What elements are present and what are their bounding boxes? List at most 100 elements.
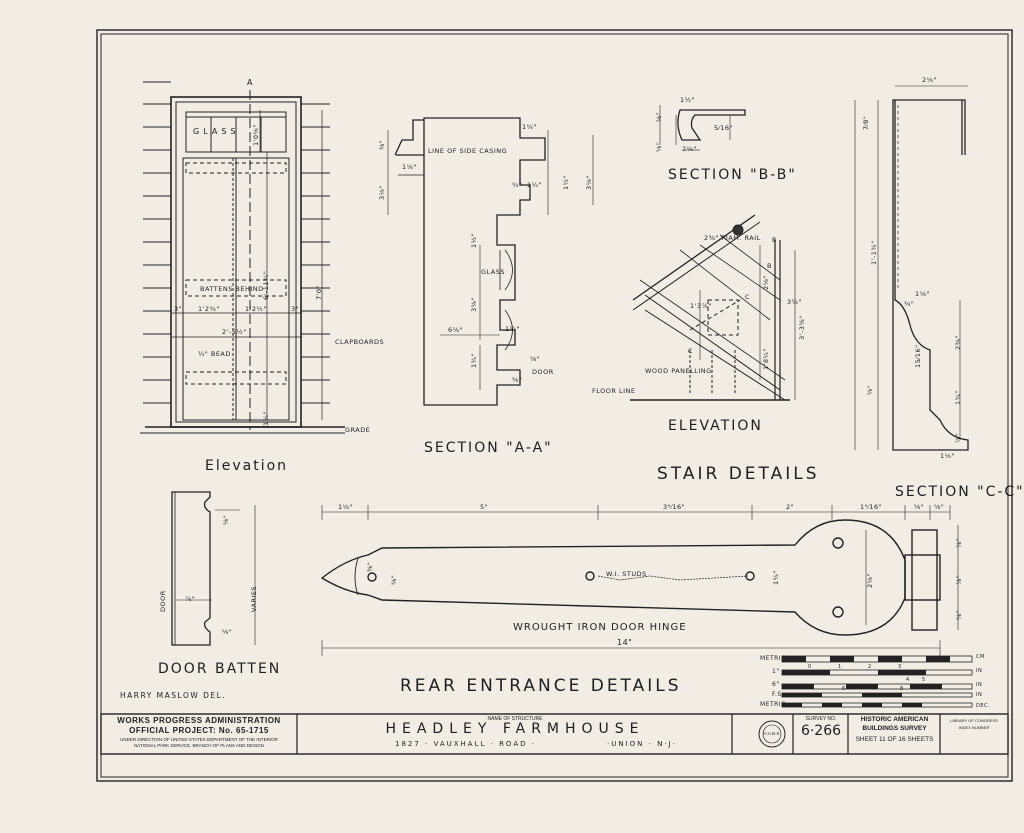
scale-tick-7: 7: [872, 686, 876, 692]
scale-tick-2: 2: [868, 664, 872, 670]
section-aa-dim-7: 1¼": [527, 181, 542, 189]
hinge-tip-height-dim: ⅝": [390, 574, 398, 585]
scale-unit-in-3: IN: [976, 692, 983, 698]
section-aa-dim-1: 1⅛": [402, 163, 417, 171]
section-aa-dim-5: 1½": [562, 175, 570, 190]
hinge-seg-4-dim: 2": [786, 503, 795, 511]
section-bb-dim-3: ⅝": [655, 141, 663, 152]
title-block-sheet-number: SHEET 11 OF 16 SHEETS: [855, 736, 934, 743]
hinge-studs-label: W.I. STUDS: [606, 570, 647, 578]
section-cc-dim-2: ⅝": [866, 384, 874, 395]
inner-border: [100, 33, 1009, 778]
scale-tick-1: 1: [838, 664, 842, 670]
door-battens-behind-label: BATTENS BEHIND: [200, 285, 264, 293]
title-block-agency: WORKS PROGRESS ADMINISTRATION: [117, 716, 281, 725]
scale-row-fs: F.S.: [772, 691, 785, 698]
door-grade-label: GRADE: [345, 426, 371, 434]
stair-b-bottom-label: B: [767, 262, 772, 270]
section-aa-dim-11: 6⅛": [448, 326, 463, 334]
hinge-overall-dim: 14": [617, 638, 633, 647]
title-block-direction-2: NATIONAL PARK SERVICE, BRANCH OF PLANS A…: [133, 743, 265, 748]
hinge-seg-6-dim: ⅝": [914, 503, 925, 511]
section-aa-dim-10: 3⅝": [470, 297, 478, 312]
section-aa-dim-15: ⅜": [512, 376, 523, 384]
section-cc-drawing: [854, 85, 969, 451]
title-block-library-2: INDEX NUMBER: [958, 725, 990, 730]
stair-elevation-title: ELEVATION: [668, 418, 763, 434]
scale-tick-0: 0: [808, 664, 812, 670]
door-sill-dim: 1¼": [262, 411, 270, 426]
hinge-seg-7-dim: ⅝": [934, 503, 945, 511]
title-block-survey-caption: SURVEY NO.: [805, 716, 837, 722]
hinge-seg-2-dim: 5": [480, 503, 489, 511]
hinge-r3-dim: ⅝": [955, 609, 963, 620]
title-block-structure-caption: NAME OF STRUCTURE: [487, 716, 543, 722]
hinge-strap-dim: 1¼": [772, 570, 780, 585]
section-aa-dim-13: 1¼": [505, 325, 520, 333]
door-left-margin-dim: 3": [174, 305, 183, 313]
hinge-r2-dim: ⅞": [955, 574, 963, 585]
scale-tick-6: 6: [842, 686, 846, 692]
door-left-leaf-dim: 1'2¾": [198, 305, 220, 313]
scale-bar-graphic: [781, 655, 973, 708]
stair-floor-line-label: FLOOR LINE: [592, 387, 636, 395]
section-aa-dim-4: 1¼": [522, 123, 537, 131]
section-bb-dim-4: 5⁄16": [714, 124, 733, 132]
scale-tick-8: 8: [900, 686, 904, 692]
title-block-survey-org-2: BUILDINGS SURVEY: [862, 725, 927, 732]
title-block-location: ·UNION · N·J·: [607, 740, 677, 748]
section-bb-title: SECTION "B-B": [668, 167, 797, 183]
door-batten-title: DOOR BATTEN: [158, 661, 282, 677]
stair-dim-3: 1'8¼": [762, 348, 770, 370]
door-transom-dim: 1'0⅛": [252, 124, 260, 146]
title-block-frame: [100, 713, 1009, 755]
stair-elevation-drawing: [630, 214, 796, 401]
hinge-seg-5-dim: 1⁹⁄16": [860, 503, 883, 511]
section-aa-dim-9: 1½": [470, 233, 478, 248]
hinge-tip-dim: ⅜": [366, 561, 374, 572]
door-bead-label: ¼" BEAD: [198, 350, 231, 358]
section-aa-door-label: DOOR: [532, 368, 554, 376]
door-overall-height-dim: 7'0": [315, 284, 323, 300]
scale-row-metric-bottom: METRIC: [760, 701, 786, 708]
door-glass-label: GLASS: [193, 127, 240, 136]
scale-row-1in: 1": [772, 668, 780, 675]
hinge-title: WROUGHT IRON DOOR HINGE: [513, 622, 687, 633]
section-cc-dim-3: 1⅛": [915, 290, 930, 298]
scale-tick-4: 4: [906, 677, 910, 683]
section-aa-side-casing-label: LINE OF SIDE CASING: [428, 147, 508, 155]
section-cc-dim-4: ¾": [904, 300, 915, 308]
scale-unit-dec: DEC.: [976, 703, 991, 709]
stair-c-bottom-label: C: [688, 347, 694, 355]
scale-row-6in: 6": [772, 681, 780, 688]
hinge-drawing: [320, 505, 959, 656]
section-aa-dim-12: 1¾": [470, 353, 478, 368]
rear-entrance-title: REAR ENTRANCE DETAILS: [400, 676, 682, 696]
door-section-mark-a: A: [247, 78, 254, 87]
delineator-credit: HARRY MASLOW DEL.: [120, 691, 227, 700]
section-bb-drawing: [659, 105, 746, 151]
section-bb-dim-1: 1½": [680, 96, 695, 104]
door-clapboards-label: CLAPBOARDS: [335, 338, 385, 346]
stair-c-top-label: C: [745, 293, 751, 301]
title-block-survey-number: 6·266: [800, 723, 842, 739]
scale-tick-5: 5: [922, 677, 926, 683]
scale-unit-cm: CM: [976, 654, 985, 660]
stair-details-title: STAIR DETAILS: [657, 464, 820, 484]
section-cc-dim-6: 1¾": [954, 390, 962, 405]
section-bb-dim-2: ⅝": [655, 111, 663, 122]
section-aa-drawing: [387, 117, 594, 406]
section-aa-dim-2: ⅜": [378, 139, 386, 150]
title-block-seal: H.A.B.S.: [763, 731, 781, 736]
section-cc-dim-8: 1⅛": [940, 452, 955, 460]
section-aa-dim-14: ⅝": [530, 355, 541, 363]
stair-dim-5: 2⅛": [762, 275, 770, 290]
stair-dim-2: 3'-3⅝": [798, 315, 806, 340]
door-elevation-drawing: [140, 81, 345, 434]
batten-varies-label: VARIES: [250, 585, 258, 612]
section-cc-top-width-dim: 2⅛": [922, 76, 937, 84]
door-right-leaf-dim: 1'2½": [245, 305, 267, 313]
batten-dim-1: ⅝": [222, 514, 230, 525]
section-aa-dim-6: 3⅛": [585, 175, 593, 190]
